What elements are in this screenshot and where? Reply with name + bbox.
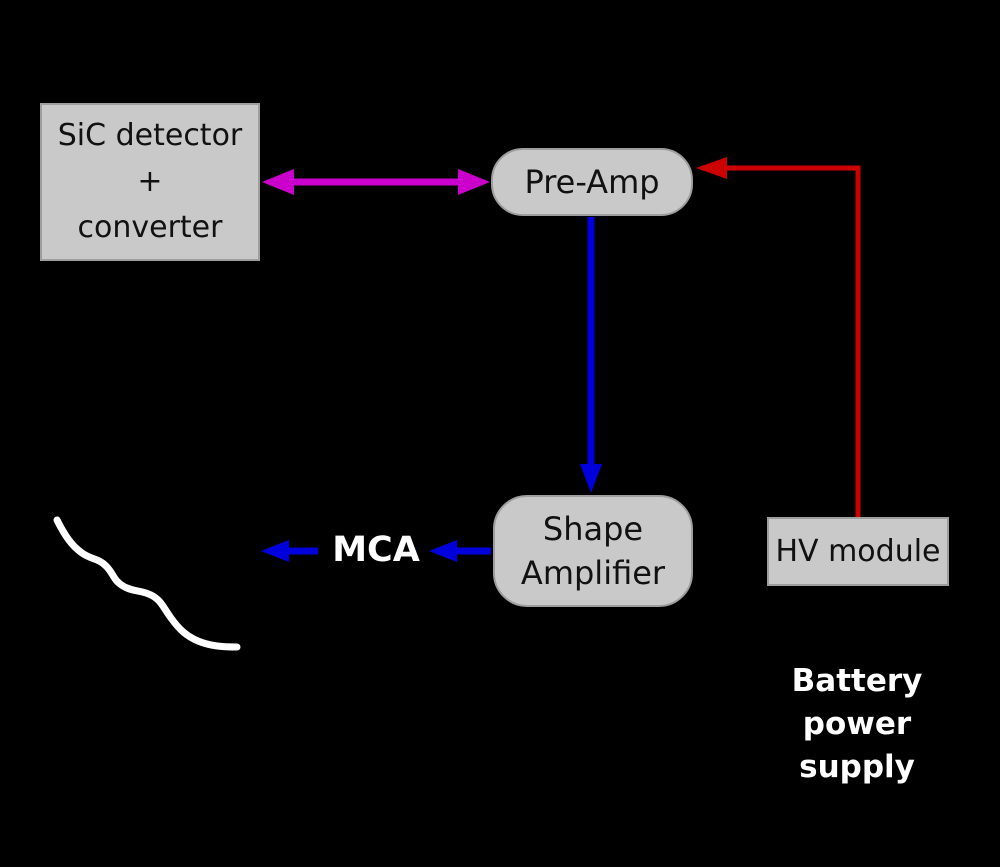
detector-label-line1: SiC detector	[57, 118, 243, 153]
spectrum-curve	[53, 516, 241, 651]
mca-label: MCA	[332, 530, 420, 570]
arrow-preamp-shaper	[580, 217, 602, 493]
detector-label-line3: converter	[77, 210, 223, 245]
detector-label-line2: +	[137, 164, 163, 199]
arrow-mca-spectrum	[261, 540, 318, 562]
arrow-detector-preamp	[262, 169, 490, 195]
arrow-hv-preamp	[696, 157, 861, 517]
battery-label-line2: power	[802, 706, 912, 742]
preamp-label: Pre-Amp	[524, 163, 660, 201]
hv-module-label: HV module	[775, 534, 941, 569]
battery-label-line1: Battery	[791, 663, 923, 699]
detector-converter-box: SiC detector + converter	[40, 103, 260, 261]
hv-module-box: HV module	[767, 517, 949, 586]
shaper-label-line2: Amplifier	[520, 554, 666, 592]
battery-label-line3: supply	[799, 749, 915, 785]
battery-power-supply-label: Battery power supply	[772, 660, 942, 789]
shape-amplifier-box: Shape Amplifier	[493, 495, 693, 607]
preamp-box: Pre-Amp	[491, 148, 693, 216]
shaper-label-line1: Shape	[542, 510, 644, 548]
arrow-shaper-mca	[429, 540, 491, 562]
